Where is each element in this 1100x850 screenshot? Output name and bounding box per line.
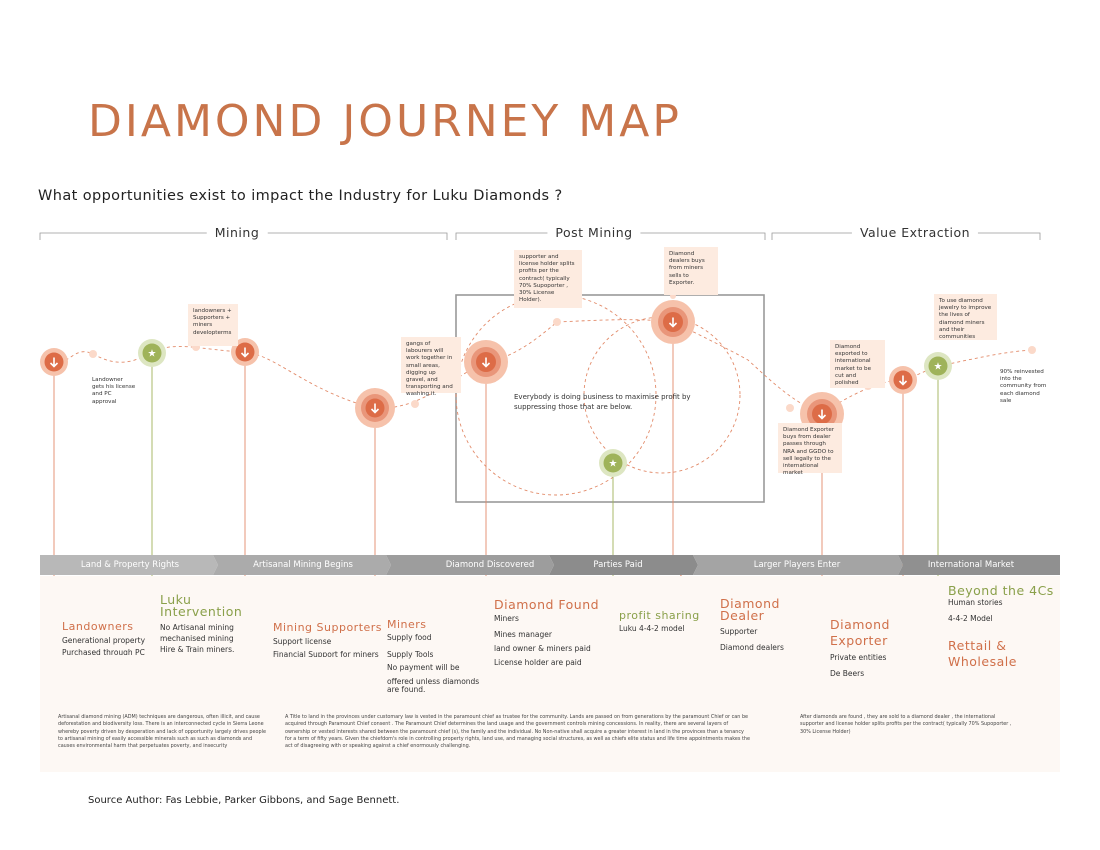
center-statement: Everybody is doing business to maximise … [514, 393, 691, 411]
phase-post-mining: Post Mining [547, 225, 641, 240]
note-exporter-buys: Diamond Exporter buys from dealer passes… [778, 423, 842, 476]
star-icon: ★ [934, 362, 943, 373]
entity-item: Purchased through PC [62, 648, 145, 655]
entity-diamond-exporter-title-2: Exporter [830, 633, 888, 648]
entity-panel [40, 576, 1060, 772]
note-supporter-split: supporter and license holder splits prof… [514, 250, 582, 308]
stage-parties-paid: Parties Paid [593, 560, 643, 570]
stage-segment [213, 555, 391, 575]
entity-item: Supply Tools [387, 650, 434, 659]
post-mining-frame [455, 294, 765, 503]
entity-profit-sharing-title: profit sharing [619, 609, 700, 622]
entity-item: No payment will be [387, 663, 460, 672]
page-question: What opportunities exist to impact the I… [38, 188, 563, 204]
phase-mining: Mining [206, 225, 268, 240]
entity-luku-title-1: Luku [160, 592, 192, 607]
note-landowners-supporters: landowners + Supporters + miners develop… [188, 304, 238, 346]
entity-item: Supporter [720, 627, 758, 636]
node-beyond-4cs: ★ [924, 352, 952, 380]
paragraph-after-found: After diamonds are found , they are sold… [800, 714, 1012, 735]
entity-item: offered unless diamonds [387, 677, 480, 686]
arrow-down-icon [49, 357, 59, 368]
entity-item: land owner & miners paid [494, 644, 591, 653]
page-title: DIAMOND JOURNEY MAP [88, 96, 682, 147]
arrow-down-icon [898, 375, 908, 386]
source-author: Source Author: Fas Lebbie, Parker Gibbon… [88, 795, 400, 806]
node-luku-intervention: ★ [138, 339, 166, 367]
stage-segment [549, 555, 698, 575]
entity-luku-title-2: Intervention [160, 604, 243, 619]
entity-diamond-dealer-title-2: Dealer [720, 608, 765, 623]
entity-diamond-found-title: Diamond Found [494, 597, 600, 612]
phase-value-extraction: Value Extraction [851, 225, 979, 240]
entity-retail-title-1: Rettail & [948, 638, 1007, 653]
entity-item: Mines manager [494, 630, 552, 639]
entity-item: Private entities [830, 653, 887, 662]
entity-item: Hire & Train miners. [160, 645, 235, 654]
stage-land-rights: Land & Property Rights [80, 560, 180, 570]
note-dealers-buys: Diamond dealers buys from miners sells t… [664, 247, 718, 295]
arrow-down-icon [668, 317, 678, 328]
stage-international-market: International Market [927, 560, 1015, 570]
entity-landowners-title: Landowners [62, 620, 134, 633]
stage-segment [40, 555, 218, 575]
node-diamond-dealer [651, 300, 695, 344]
node-miners [355, 388, 395, 428]
node-diamond-found [464, 340, 508, 384]
path-small-dots [89, 293, 1036, 412]
stage-segment [898, 555, 1060, 575]
paragraph-adm: Artisanal diamond mining (ADM) technique… [58, 714, 266, 750]
entity-item: Diamond dealers [720, 643, 784, 652]
entity-diamond-dealer-title-1: Diamond [720, 596, 780, 611]
arrow-down-icon [817, 409, 827, 420]
entity-item: No Artisanal mining [160, 623, 234, 632]
arrow-down-icon [481, 357, 491, 368]
entity-item: Luku 4-4-2 model [619, 624, 685, 633]
entity-item: Supply food [387, 633, 432, 642]
stage-segment [693, 555, 903, 575]
stage-bar [40, 555, 1060, 575]
entity-beyond-title: Beyond the 4Cs [948, 583, 1054, 598]
stage-artisanal-mining: Artisanal Mining Begins [253, 560, 353, 570]
stage-larger-players: Larger Players Enter [753, 560, 841, 570]
entity-item: Human stories [948, 598, 1003, 607]
entity-item: Miners [494, 614, 519, 623]
entity-retail-title-2: Wholesale [948, 654, 1017, 669]
entity-item: Financial Support for miners [273, 650, 379, 657]
stage-segment [386, 555, 554, 575]
stage-diamond-discovered: Diamond Discovered [445, 560, 535, 570]
note-exported: Diamond exported to international market… [830, 340, 885, 388]
star-icon: ★ [148, 349, 157, 360]
note-reinvested: 90% reinvested into the community from e… [1000, 369, 1047, 404]
entity-miners-title: Miners [387, 618, 427, 631]
paragraph-land-title: A Title to land in the provinces under c… [285, 714, 750, 750]
entity-mining-supporters-title: Mining Supporters [273, 621, 383, 634]
node-retail [889, 366, 917, 394]
note-gangs: gangs of labourers will work together in… [401, 337, 461, 397]
entity-item: License holder are paid [494, 658, 582, 667]
note-jewelry: To use diamond jewelry to improve the li… [934, 294, 997, 340]
arrow-down-icon [370, 403, 380, 414]
node-landowners [40, 348, 68, 376]
entity-item: 4-4-2 Model [948, 614, 993, 623]
entity-item: mechanised mining [160, 634, 234, 643]
node-profit-sharing: ★ [599, 449, 627, 477]
entity-item: De Beers [830, 669, 865, 678]
entity-item: Generational property [62, 636, 146, 645]
entity-item: Support license [273, 637, 332, 646]
entity-diamond-exporter-title-1: Diamond [830, 617, 890, 632]
arrow-down-icon [240, 347, 250, 358]
star-icon: ★ [609, 459, 618, 470]
node-mining-supporters [231, 338, 259, 366]
journey-path [53, 319, 1033, 415]
entity-item: are found. [387, 685, 426, 694]
note-landowner: Landowner gets his license and PC approv… [92, 377, 136, 405]
